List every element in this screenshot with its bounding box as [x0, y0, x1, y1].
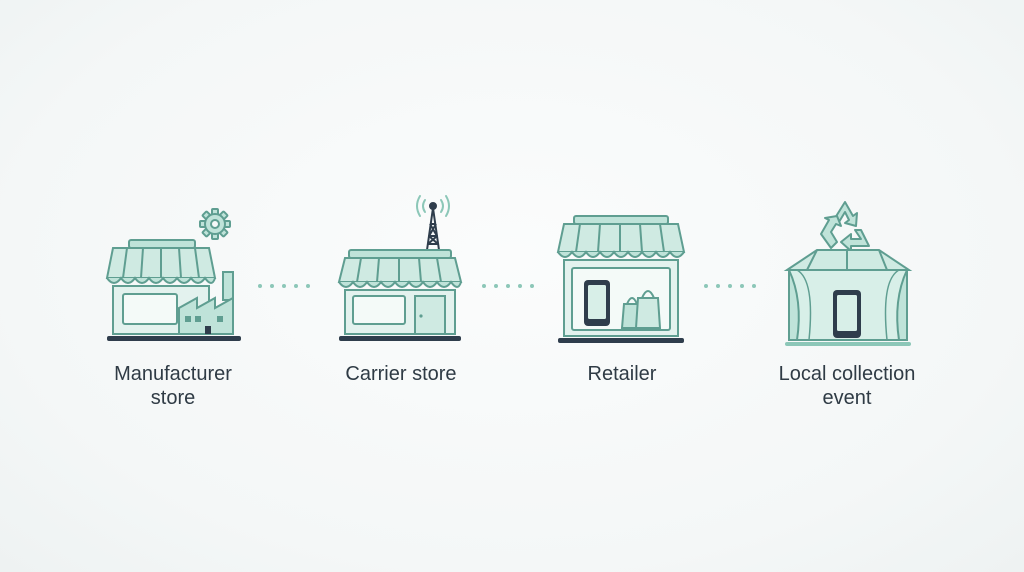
- storefront-antenna-icon: [337, 195, 463, 341]
- shopping-bags-icon: [620, 290, 662, 329]
- station-label: Manufacturer store: [83, 362, 263, 410]
- gear-icon: [199, 208, 231, 240]
- station-retailer: Retailer: [532, 190, 712, 430]
- station-label-line1: Local collection: [778, 363, 916, 385]
- station-carrier-store: Carrier store: [311, 190, 491, 430]
- antenna-tower-icon: [426, 202, 440, 251]
- factory-icon: [178, 271, 234, 335]
- station-label: Retailer: [532, 362, 712, 386]
- station-label-line2: store: [150, 387, 196, 409]
- storefront-factory-gear-icon: [105, 208, 241, 341]
- station-label-line2: event: [822, 387, 872, 409]
- station-label-line1: Manufacturer: [114, 363, 232, 385]
- station-manufacturer-store: Manufacturer store: [83, 190, 263, 430]
- station-local-collection-event: Local collection event: [757, 190, 937, 430]
- smartphone-icon: [584, 280, 610, 326]
- station-label-line1: Retailer: [587, 363, 657, 385]
- smartphone-icon: [833, 290, 861, 338]
- connector-dots: [704, 284, 764, 288]
- station-label: Carrier store: [311, 362, 491, 386]
- recycle-icon: [820, 201, 870, 252]
- signal-waves-icon: [416, 195, 450, 217]
- connector-dots: [258, 284, 318, 288]
- tent-recycle-phone-icon: [783, 201, 913, 346]
- station-label-line1: Carrier store: [345, 363, 457, 385]
- shop-phone-bags-icon: [556, 215, 686, 343]
- connector-dots: [482, 284, 542, 288]
- station-label: Local collection event: [757, 362, 937, 410]
